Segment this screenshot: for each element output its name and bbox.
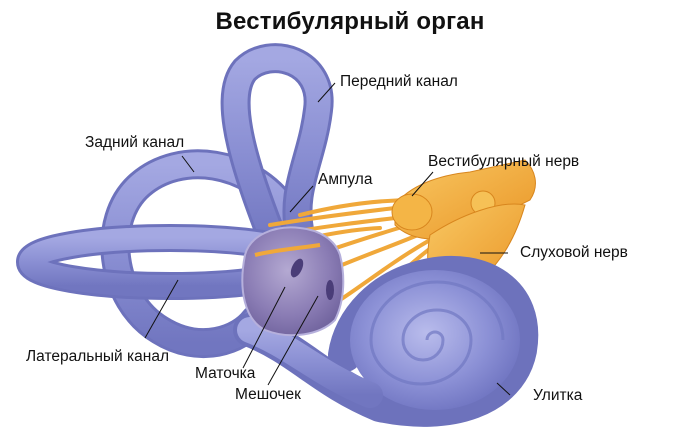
label-anterior-canal: Передний канал xyxy=(340,73,458,90)
cochlea-shape xyxy=(233,255,539,427)
leader-lines xyxy=(144,82,511,396)
diagram-title: Вестибулярный орган xyxy=(215,8,485,35)
label-lateral-canal: Латеральный канал xyxy=(26,348,169,365)
vestibule-shape xyxy=(241,226,345,337)
label-utricle: Маточка xyxy=(195,365,256,382)
label-auditory-nerve: Слуховой нерв xyxy=(520,244,628,261)
label-vestibular-nerve: Вестибулярный нерв xyxy=(428,153,580,170)
anterior-canal-shape xyxy=(220,43,334,260)
label-ampulla: Ампула xyxy=(318,171,373,188)
vestibular-nerve-shape xyxy=(391,159,536,240)
label-saccule: Мешочек xyxy=(235,386,301,403)
label-cochlea: Улитка xyxy=(533,387,583,404)
label-posterior-canal: Задний канал xyxy=(85,134,185,151)
